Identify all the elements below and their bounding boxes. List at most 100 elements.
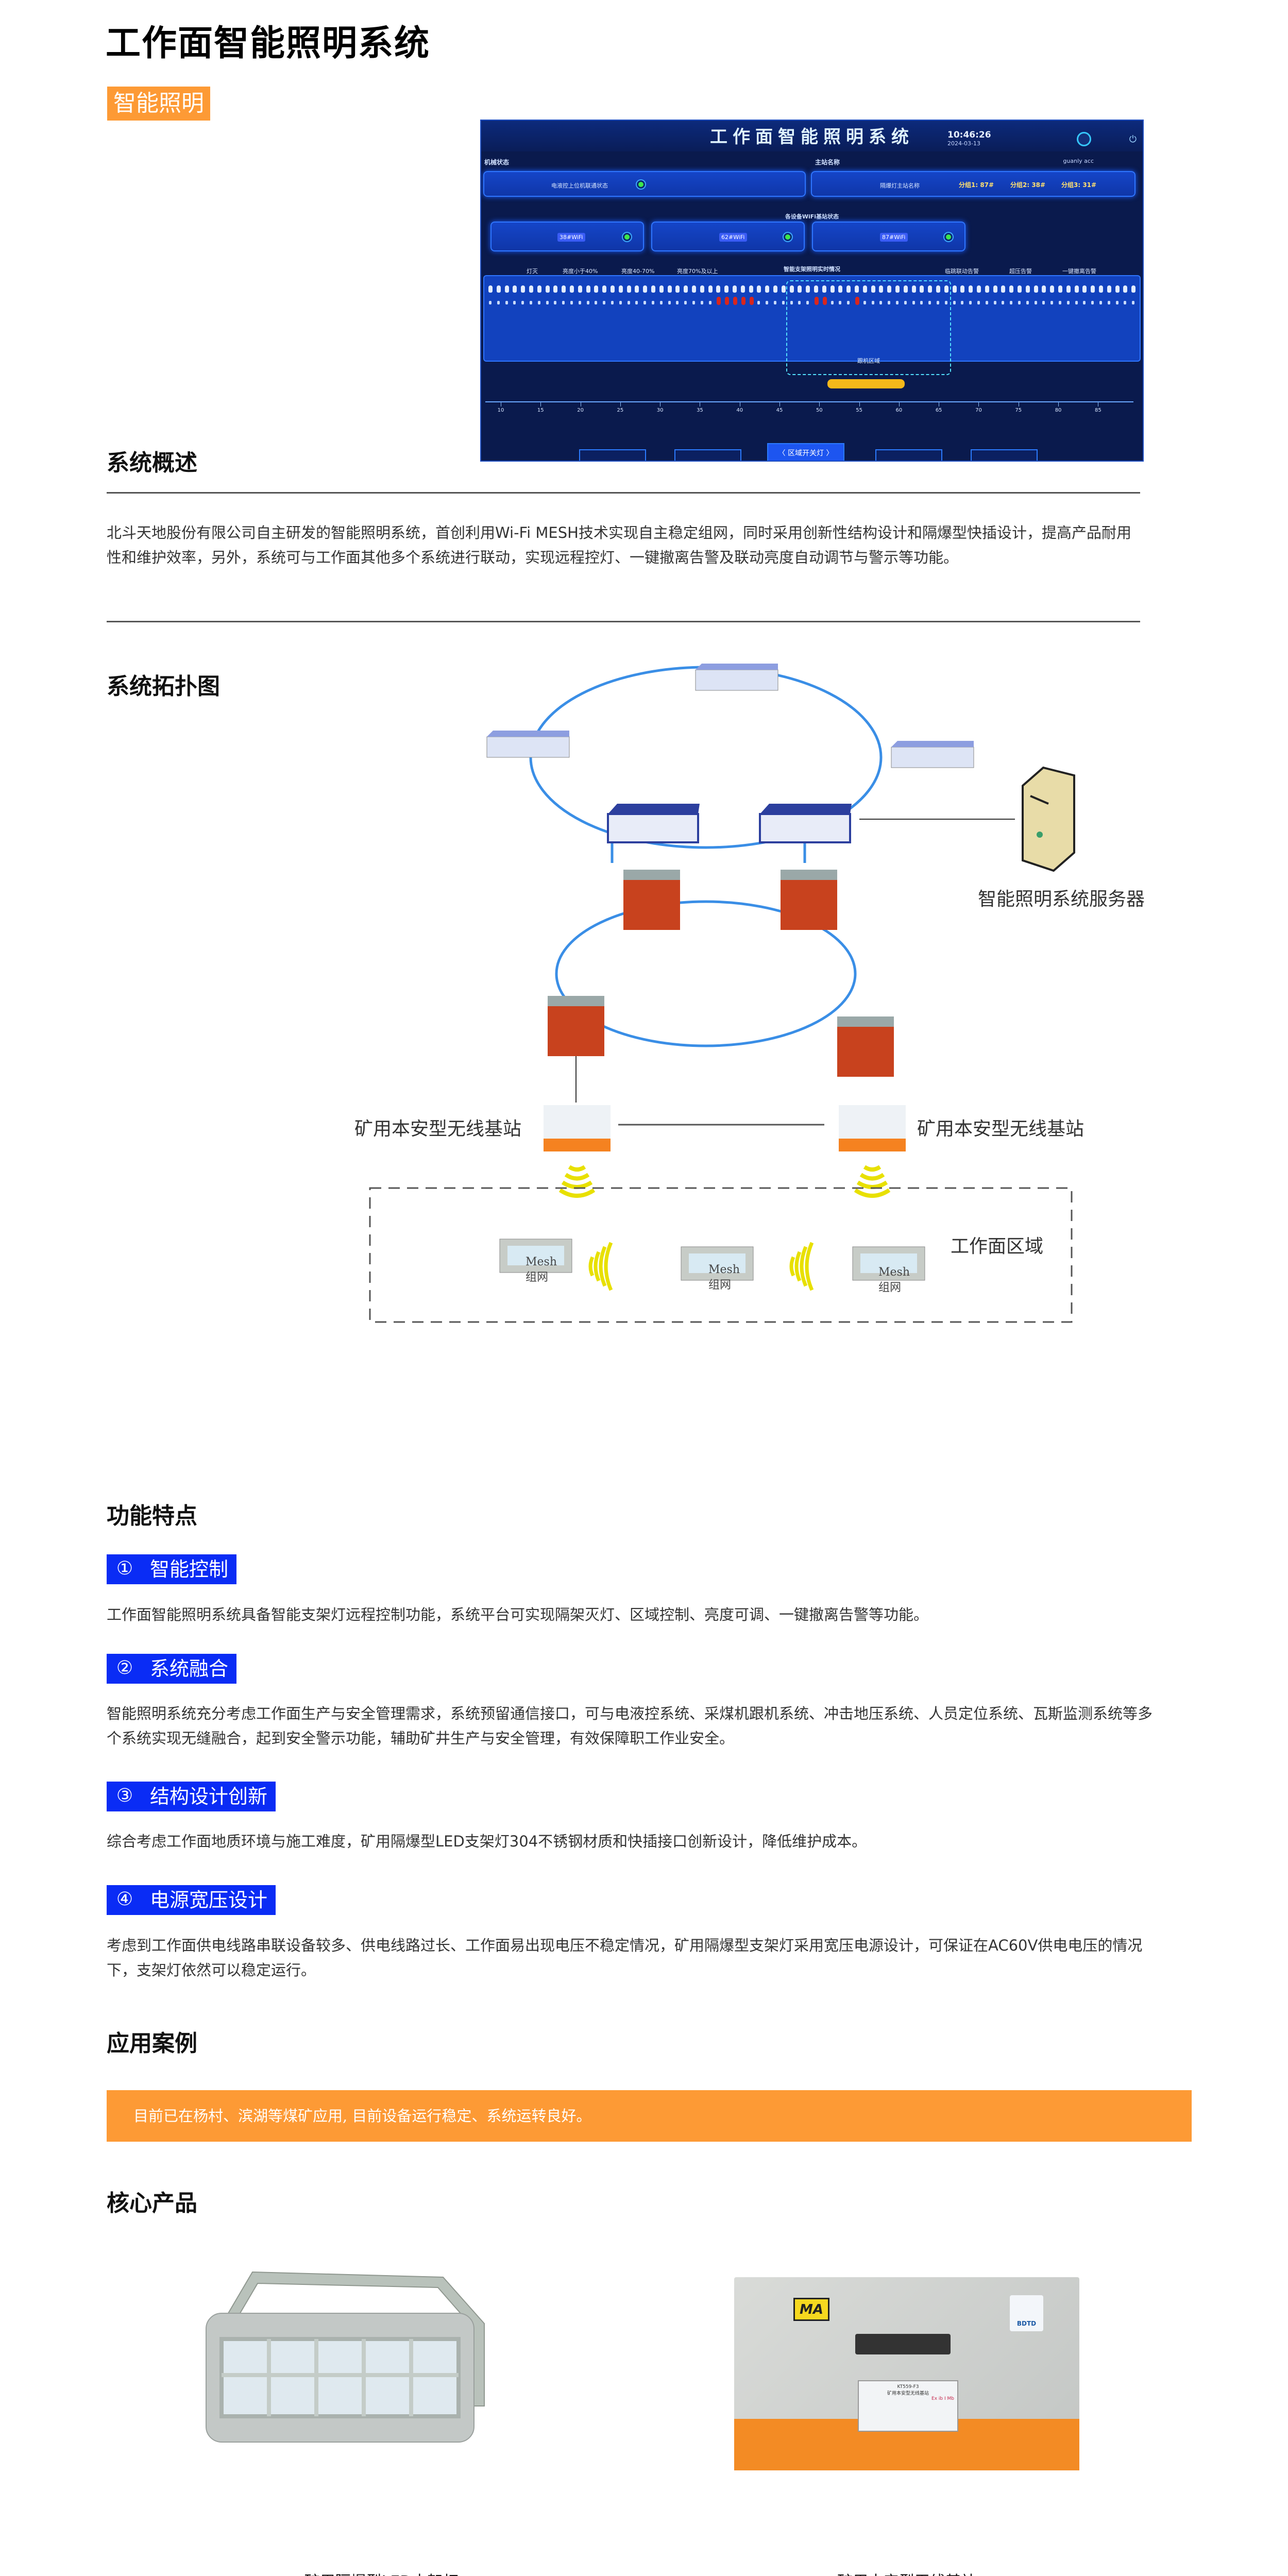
wifi-station-card[interactable]: 38#WiFi — [490, 222, 644, 251]
feature-text-2: 智能照明系统充分考虑工作面生产与安全管理需求，系统预留通信接口，可与电液控系统、… — [107, 1705, 1153, 1747]
light-status-icon — [757, 301, 760, 304]
light-status-icon — [896, 301, 899, 304]
divider — [107, 492, 1140, 494]
page-title: 工作面智能照明系统 — [106, 23, 431, 64]
feature-text-1: 工作面智能照明系统具备智能支架灯远程控制功能，系统平台可实现隔架灭灯、区域控制、… — [107, 1606, 929, 1623]
light-status-icon — [521, 301, 524, 304]
wifi-station-card[interactable]: 87#WiFi — [812, 222, 965, 251]
light-status-icon — [1083, 301, 1086, 304]
dash-button-1[interactable] — [579, 449, 646, 461]
ruler-tick-label: 15 — [537, 408, 544, 413]
product-name-2: 矿用本安型无线基站 — [711, 2571, 1103, 2576]
light-status-icon — [1002, 301, 1005, 304]
group-3: 分组3: 31# — [1061, 181, 1097, 189]
feature-number: ③ — [116, 1785, 133, 1806]
support-light-icon — [667, 285, 672, 293]
wifi-station-name: 62#WiFi — [719, 233, 747, 242]
support-light-icon — [969, 285, 973, 293]
support-light-icon — [586, 285, 590, 293]
support-light-icon — [1131, 285, 1136, 293]
ruler-tick-label: 25 — [617, 408, 624, 413]
status-led-icon — [623, 233, 631, 241]
support-light-icon — [830, 285, 835, 293]
wifi-station-card[interactable]: 62#WiFi — [651, 222, 805, 251]
legend-pressure-alarm: 超压告警 — [1009, 268, 1032, 275]
feature-title: 电源宽压设计 — [150, 1889, 268, 1911]
alarm-icon — [855, 297, 859, 305]
light-status-icon — [912, 301, 915, 304]
support-light-icon — [855, 285, 859, 293]
ruler-tick-label: 75 — [1015, 408, 1022, 413]
feature-title: 结构设计创新 — [150, 1785, 268, 1808]
light-status-icon — [871, 301, 874, 304]
light-status-icon — [879, 301, 883, 304]
access-ring — [555, 900, 857, 1047]
switch-icon — [695, 664, 778, 691]
light-status-icon — [611, 301, 614, 304]
lights-strip: 跟机区域 — [483, 275, 1141, 375]
dash-button-2[interactable] — [674, 449, 741, 461]
support-light-icon — [1123, 285, 1128, 293]
dashboard-date: 2024-03-13 — [947, 140, 980, 147]
user-avatar-icon[interactable] — [1077, 132, 1091, 146]
support-light-icon — [871, 285, 875, 293]
support-light-icon — [895, 285, 900, 293]
light-status-icon — [1091, 301, 1094, 304]
cases-bar: 目前已在杨村、滨湖等煤矿应用, 目前设备运行稳定、系统运转良好。 — [107, 2090, 1192, 2142]
zone-switch-button[interactable]: 〈 区域开关灯 〉 — [767, 443, 844, 461]
light-status-icon — [961, 301, 964, 304]
legend-mid: 亮度40-70% — [621, 268, 655, 275]
support-light-icon — [570, 285, 574, 293]
legend-high: 亮度70%及以上 — [677, 268, 718, 275]
ruler-tick — [1058, 402, 1059, 406]
ruler-tick-label: 50 — [816, 408, 823, 413]
support-light-icon — [594, 285, 599, 293]
light-status-icon — [595, 301, 598, 304]
support-light-icon — [488, 285, 493, 293]
light-status-icon — [1026, 301, 1029, 304]
server-label: 智能照明系统服务器 — [978, 889, 1145, 910]
light-status-icon — [1066, 301, 1070, 304]
light-status-icon — [839, 301, 842, 304]
mesh-label-line1: Mesh — [708, 1263, 740, 1276]
support-light-icon — [504, 285, 509, 293]
status-led-icon — [784, 233, 792, 241]
light-status-icon — [1059, 301, 1061, 304]
mesh-waves-icon — [789, 1242, 814, 1291]
feature-text-4: 考虑到工作面供电线路串联设备较多、供电线路过长、工作面易出现电压不稳定情况，矿用… — [107, 1937, 1143, 1979]
support-light-icon — [903, 285, 908, 293]
support-light-icon — [862, 285, 867, 293]
support-light-icon — [773, 285, 777, 293]
follow-zone-label: 跟机区域 — [857, 358, 880, 364]
dashboard-time: 10:46:26 — [947, 130, 991, 140]
support-light-icon — [1050, 285, 1055, 293]
light-status-icon — [489, 301, 492, 304]
dashboard-user: guanly acc — [1063, 158, 1094, 164]
support-light-icon — [700, 285, 704, 293]
ring-node-icon — [837, 1016, 894, 1077]
controller-status-text: 电液控上位机联通状态 — [551, 182, 608, 189]
status-led-icon — [944, 233, 953, 241]
support-light-icon — [1074, 285, 1079, 293]
support-light-icon — [1042, 285, 1046, 293]
light-status-icon — [676, 301, 679, 304]
ruler-tick-label: 55 — [856, 408, 862, 413]
alarm-icon — [733, 297, 737, 305]
light-status-icon — [562, 301, 565, 304]
light-status-icon — [904, 301, 907, 304]
logout-icon[interactable]: ⏻ — [1129, 134, 1137, 145]
features-heading: 功能特点 — [107, 1503, 197, 1529]
wifi-section-label: 各设备WiFi基站状态 — [785, 213, 839, 220]
support-light-icon — [521, 285, 526, 293]
feature-text-3: 综合考虑工作面地质环境与施工难度，矿用隔爆型LED支架灯304不锈钢材质和快插接… — [107, 1833, 867, 1850]
mesh-label-line2: 组网 — [708, 1279, 732, 1292]
feature-title: 智能控制 — [150, 1558, 229, 1581]
support-light-icon — [635, 285, 639, 293]
light-status-icon — [1050, 301, 1054, 304]
dash-button-5[interactable] — [971, 449, 1038, 461]
support-light-icon — [716, 285, 721, 293]
light-status-icon — [497, 301, 500, 304]
ruler-tick — [819, 402, 820, 406]
light-status-icon — [993, 301, 996, 304]
dash-button-4[interactable] — [875, 449, 942, 461]
